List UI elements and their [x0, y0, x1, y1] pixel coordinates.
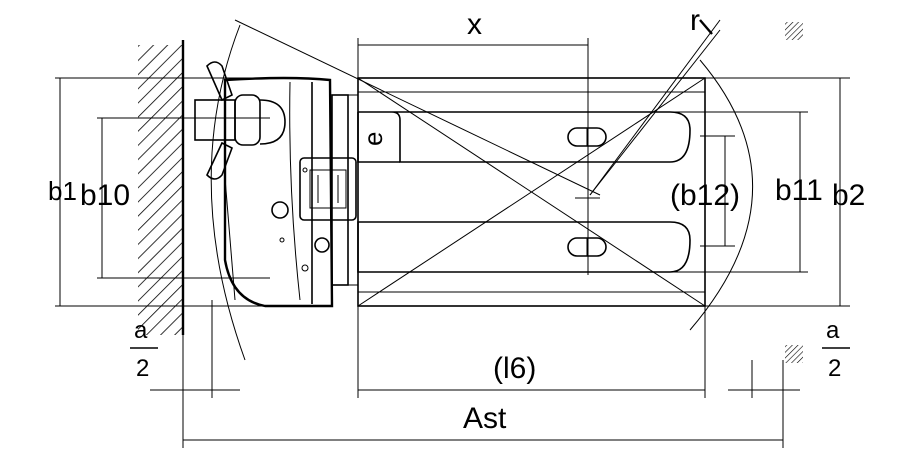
svg-text:2: 2	[828, 355, 841, 382]
wall-hatch-icon	[138, 40, 185, 335]
svg-text:a: a	[826, 317, 840, 344]
a-half-left: a 2	[130, 317, 158, 382]
b10-label: b10	[80, 179, 130, 212]
b12-label: (b12)	[670, 179, 740, 212]
e-label: e	[358, 132, 388, 146]
svg-text:2: 2	[136, 355, 149, 382]
b11-label: b11	[775, 174, 823, 207]
ast-label: Ast	[463, 402, 507, 435]
b1-label: b1	[48, 176, 77, 206]
truck-body	[223, 76, 359, 308]
right-dimensions	[640, 77, 850, 307]
bottom-dimensions	[150, 290, 800, 448]
corner-hatch-marker-icon	[785, 345, 803, 363]
b1-b10-dimensions	[55, 77, 300, 307]
a-half-right: a 2	[822, 317, 850, 382]
svg-text:a: a	[134, 317, 148, 344]
l6-label: (l6)	[493, 352, 536, 385]
corner-hatch-marker-icon	[785, 22, 803, 40]
b2-label: b2	[832, 179, 865, 212]
tiller-handle	[194, 61, 286, 301]
forks	[357, 111, 691, 273]
turning-geometry	[210, 19, 754, 361]
x-label: x	[467, 8, 482, 41]
r-label: r	[690, 4, 700, 37]
x-dimension	[357, 38, 589, 275]
